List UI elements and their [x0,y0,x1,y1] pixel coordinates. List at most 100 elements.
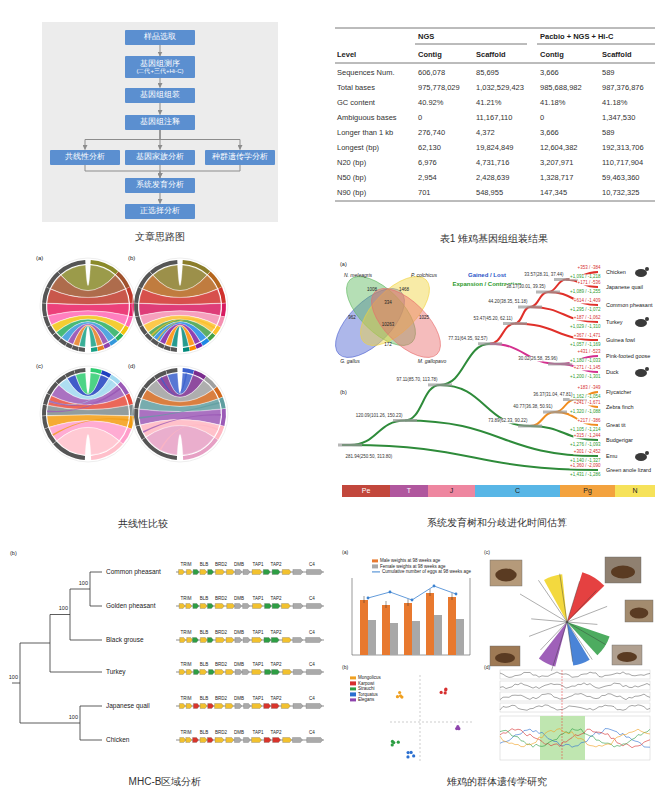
gene-name: BLB [200,562,209,567]
gene-name: TAP2 [271,630,282,635]
gene-arrow [207,638,213,643]
line-point [389,591,392,594]
synteny-ribbon [49,388,121,406]
table-cell: 589 [602,129,615,138]
pca-point [397,741,400,744]
legend-entry: Male weights at 98 weeks age [372,558,440,563]
marker-line [562,670,563,760]
table-cell: 3,666 [540,69,559,78]
pca-point [406,755,409,758]
venn-count: 172 [384,342,392,347]
species-name: Chicken [106,736,129,743]
gene-arrow [244,704,251,709]
mhc-tree [12,572,102,740]
axis [390,722,472,723]
legend-swatch [350,682,356,686]
table-cell: 701 [418,189,431,198]
scan-line [500,729,650,748]
venn-count: 334 [384,300,392,305]
panel-letter: (d) [484,665,490,671]
table-rule [335,201,655,202]
gene-arrow [252,570,262,575]
tree-branch [50,672,102,673]
expansion-count: +1,057 / -1,169 [570,342,601,347]
confidence-bar [393,419,417,422]
venn-set-name: N. meleagris [344,273,372,279]
gene-arrow [208,704,214,709]
bar [368,620,376,655]
gene-arrow [293,704,303,709]
gene-arrow [215,670,224,675]
synteny-ribbon [160,373,187,395]
bird-photo [495,569,516,582]
scan-line [500,672,650,677]
gene-arrow [243,738,250,743]
gene-arrow [272,670,280,675]
panel-letter: (a) [340,261,347,267]
chromosome-arc [189,345,196,351]
venn-set-name: G. gallus [340,359,360,365]
table-cell: 3,207,971 [540,159,573,168]
bootstrap-value: 100 [59,605,68,611]
table-rule [537,44,655,45]
gene-arrow [281,604,290,609]
chromosome-arc [134,303,139,316]
axis [420,675,421,762]
gene-track [176,604,324,609]
gene-arrow [215,570,224,575]
confidence-bar [548,363,572,366]
node-title: 基因家族分析 [136,152,184,161]
divergence-date: 77.31(64.35, 92.57) [448,336,488,341]
table-header: NGS [418,33,434,42]
chromosome-arc [129,405,134,416]
bar [412,621,420,655]
tree-branch [20,723,80,724]
gain-loss-count: +301 / -2,452 [573,449,601,454]
bird-photo [612,645,642,665]
pca-point [406,751,409,754]
divergence-date: 40.77(36.38, 50.91) [513,404,553,409]
fan-branch [567,622,573,662]
expansion-count: +1,431 / -1,286 [570,472,601,477]
pca-point [444,688,447,691]
table-cell: 41.18% [540,99,565,108]
species-name: Common pheasant [606,302,652,308]
gene-name: TAP2 [271,596,282,601]
gene-arrow [225,704,233,709]
legend-text: Female weights at 98 weeks age [380,564,446,569]
divergence-date: 30.02(26.58, 35.96) [518,356,558,361]
node-title: 系统发育分析 [136,180,184,189]
gene-name: BRD2 [215,596,227,601]
panel-caption: 雉鸡的群体遗传学研究 [447,776,547,788]
panel-letter: (c) [36,363,43,370]
table-rules [335,28,655,201]
gene-name: DMB [234,630,244,635]
gene-arrow [226,570,234,575]
species-name: Turkey [106,668,126,675]
species-name: Emu [606,453,617,459]
gene-name: DMB [234,730,244,735]
line-point [411,599,414,602]
gene-arrow [215,738,224,743]
tree-branch [405,385,440,421]
gene-arrow [271,638,279,643]
gain-loss-count: +187 / -1,062 [573,315,601,320]
gene-arrow [242,670,249,675]
timescale-band: T [390,485,428,497]
process-box: 共线性分析 [50,150,120,165]
venn-set-name: M. gallopavo [418,359,446,365]
gene-name: TAP1 [253,696,264,701]
bird-photo [625,600,653,622]
legend-entry: Strauchi [350,686,375,691]
legend-swatch [350,698,356,702]
chromosome-arc [91,368,102,374]
fan-branch [567,622,597,624]
legend-swatch [350,693,356,697]
flow-connector [85,165,160,178]
gene-name: TRIM [181,730,192,735]
confidence-bar [338,444,362,447]
gene-arrow [179,704,185,709]
table-cell: 110,717,904 [602,159,643,168]
gene-arrow [234,738,241,743]
gene-name: DMB [234,696,244,701]
